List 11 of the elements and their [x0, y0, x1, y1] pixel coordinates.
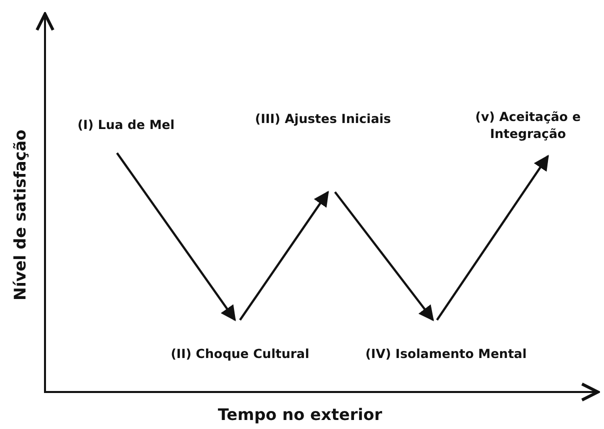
phase-label: (v) Aceitação e Integração — [474, 108, 582, 142]
axis-title: Nível de satisfação — [10, 129, 30, 301]
phase-label: (III) Ajustes Iniciais — [255, 110, 391, 127]
arrow — [436, 154, 549, 321]
axis-title: Tempo no exterior — [218, 405, 382, 424]
arrow — [334, 191, 434, 322]
phase-label: (I) Lua de Mel — [77, 116, 175, 133]
phase-label: (II) Choque Cultural — [170, 345, 310, 362]
arrow — [116, 152, 236, 322]
arrow — [239, 190, 329, 321]
phase-label: (IV) Isolamento Mental — [365, 345, 527, 362]
